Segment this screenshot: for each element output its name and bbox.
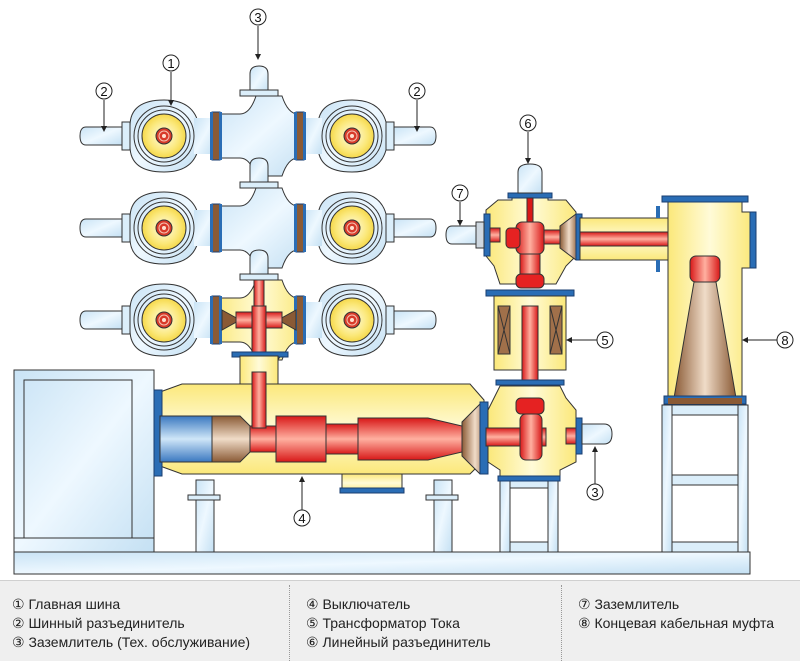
disconnector-stand: [499, 477, 559, 553]
spacer-insulator: [295, 203, 305, 253]
spacer-insulator: [211, 295, 221, 345]
callout-1: 1: [162, 54, 180, 106]
spacer-insulator: [211, 203, 221, 253]
svg-text:6: 6: [524, 116, 531, 131]
earthing-switch-drive: [249, 157, 269, 185]
callout-6: 6: [519, 114, 537, 164]
legend-item-bus-disconnector: ② Шинный разъединитель: [12, 615, 185, 631]
line-disconnector-assembly: [445, 163, 613, 482]
callouts: 3 1 2 2 6 7: [95, 8, 794, 527]
legend-divider: [561, 585, 562, 661]
legend-divider: [289, 585, 290, 661]
legend-item-maintenance-earthing-switch: ③ Заземлитель (Тех. обслуживание): [12, 634, 251, 650]
svg-text:7: 7: [456, 186, 463, 201]
legend-item-cable-termination: ⑧ Концевая кабельная муфта: [578, 615, 775, 631]
termination-stand: [661, 404, 749, 553]
callout-3-top: 3: [249, 8, 267, 60]
bus-disconnector-drive: [79, 218, 123, 238]
legend-item-main-bus: ① Главная шина: [12, 596, 121, 612]
legend: ① Главная шина ② Шинный разъединитель ③ …: [0, 580, 800, 661]
spacer-insulator: [211, 111, 221, 161]
breaker-supports: [187, 479, 459, 553]
bus-disconnector-drive: [79, 310, 123, 330]
bus-disconnector-drive: [393, 218, 437, 238]
busbar-row: [79, 65, 437, 177]
earthing-switch-drive: [249, 249, 269, 277]
cable-termination: [579, 195, 757, 405]
busbar-row: [79, 157, 437, 269]
svg-text:1: 1: [167, 56, 174, 71]
callout-7: 7: [451, 184, 469, 226]
legend-column-1: ① Главная шина ② Шинный разъединитель ③ …: [12, 595, 250, 652]
svg-text:8: 8: [781, 333, 788, 348]
control-cabinet: [13, 369, 155, 553]
spacer-insulator: [295, 111, 305, 161]
callout-3-lower: 3: [586, 446, 604, 501]
main-busbar-modules: [79, 65, 437, 385]
base-frame: [13, 369, 751, 575]
bus-disconnector-drive: [393, 126, 437, 146]
callout-4: 4: [293, 476, 311, 527]
callout-2-left: 2: [95, 82, 113, 132]
legend-item-current-transformer: ⑤ Трансформатор Тока: [306, 615, 460, 631]
legend-item-earthing-switch: ⑦ Заземлитель: [578, 596, 680, 612]
svg-text:5: 5: [601, 333, 608, 348]
callout-5: 5: [566, 331, 614, 349]
callout-8: 8: [742, 331, 794, 349]
switchgear-diagram: 3 1 2 2 6 7: [13, 8, 794, 575]
busbar-row: [79, 249, 437, 385]
legend-item-circuit-breaker: ④ Выключатель: [306, 596, 411, 612]
svg-text:3: 3: [591, 485, 598, 500]
legend-column-2: ④ Выключатель ⑤ Трансформатор Тока ⑥ Лин…: [306, 595, 491, 652]
svg-text:2: 2: [100, 84, 107, 99]
svg-text:4: 4: [298, 511, 305, 526]
bus-disconnector-drive: [393, 310, 437, 330]
legend-column-3: ⑦ Заземлитель ⑧ Концевая кабельная муфта: [578, 595, 774, 633]
legend-item-line-disconnector: ⑥ Линейный разъединитель: [306, 634, 491, 650]
svg-text:2: 2: [413, 84, 420, 99]
bus-disconnector-drive: [79, 126, 123, 146]
callout-2-right: 2: [408, 82, 426, 132]
svg-text:3: 3: [254, 10, 261, 25]
earthing-switch-drive: [249, 65, 269, 93]
spacer-insulator: [295, 295, 305, 345]
circuit-breaker: [153, 371, 489, 494]
